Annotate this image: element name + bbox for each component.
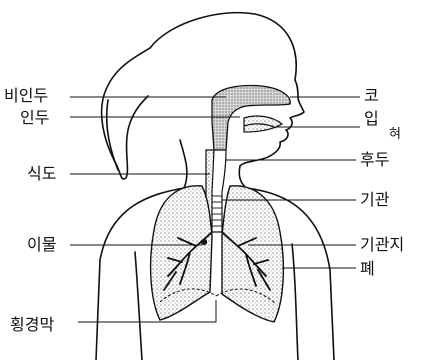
head-outline [150,13,296,80]
label-trachea: 기관 [360,191,389,209]
neck-front [239,166,246,188]
label-mouth: 입 [364,110,379,128]
label-nose: 코 [364,87,379,105]
label-esophagus: 식도 [27,165,56,183]
label-pharynx: 인두 [20,109,49,127]
neck-back [180,140,187,188]
label-lung: 폐 [360,260,375,278]
label-bronchus: 기관지 [360,236,404,254]
label-tongue: 혀 [389,126,401,144]
label-foreign-body: 이물 [27,236,56,254]
right-lung [222,186,283,322]
label-larynx: 후두 [360,151,389,169]
foreign-body-dot [201,239,207,245]
label-nasopharynx: 비인두 [4,87,48,105]
left-lung [151,186,212,320]
ponytail [102,48,150,179]
label-diaphragm: 횡경막 [10,316,54,334]
